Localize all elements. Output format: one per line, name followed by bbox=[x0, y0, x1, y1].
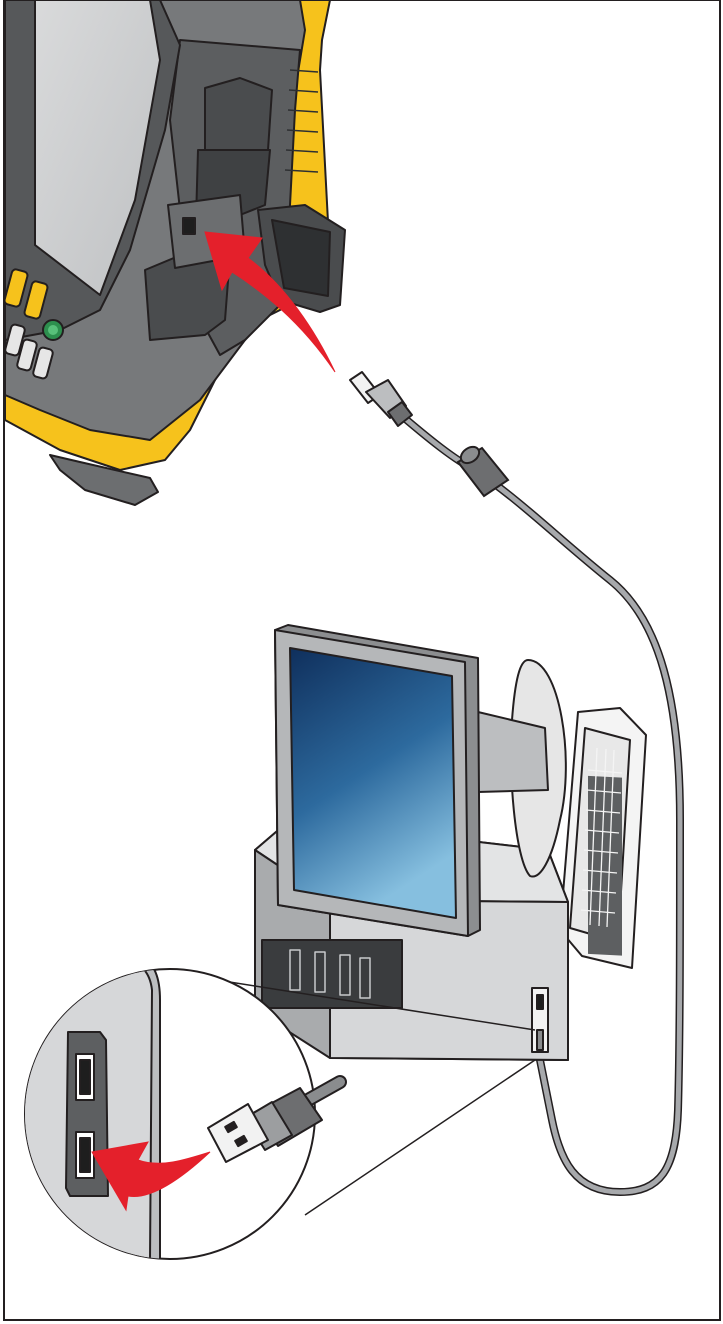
monitor-icon bbox=[275, 625, 480, 936]
handheld-instrument-icon bbox=[4, 0, 345, 505]
mini-usb-port-icon bbox=[183, 218, 195, 234]
keyboard-icon bbox=[560, 708, 646, 968]
monitor-screen bbox=[290, 648, 456, 918]
